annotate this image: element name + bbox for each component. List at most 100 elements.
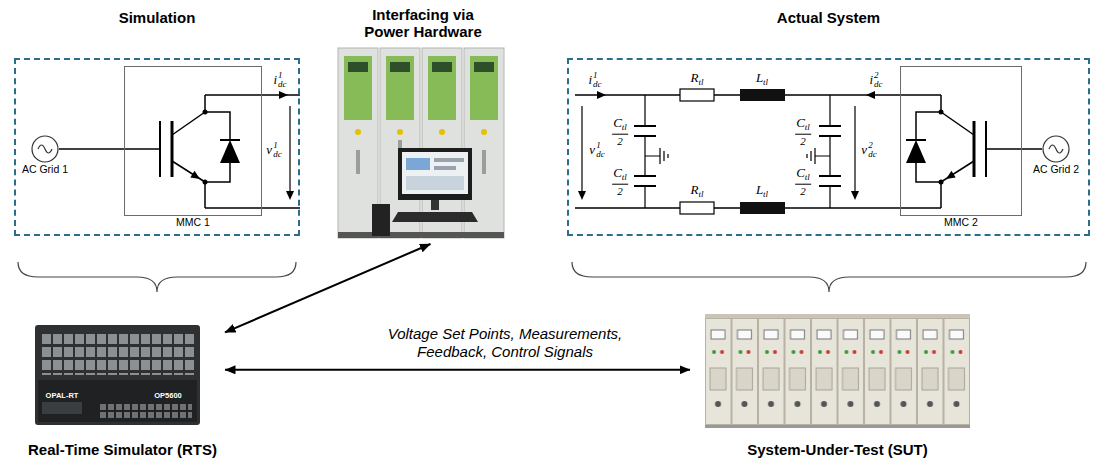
ac-source-symbol [31, 135, 59, 163]
resistor-label: Rtl [691, 71, 704, 88]
symbol-part: tl [805, 172, 810, 182]
label-anchor: Ctl2 [612, 166, 628, 197]
sine-wave [1049, 145, 1063, 153]
power-hardware-picture [474, 62, 494, 72]
symbol-part: tl [698, 77, 703, 87]
label-anchor: Rtl [691, 69, 704, 88]
symbol-part: C [796, 115, 805, 130]
capacitor-label: Ctl2 [795, 166, 811, 197]
voltage-label: vdc1 [266, 141, 281, 160]
voltage-arrow [286, 191, 294, 200]
label-anchor: OP5600 [154, 385, 182, 401]
power-hardware-picture [406, 176, 464, 190]
power-hardware-picture [432, 62, 452, 72]
label-anchor: Ctl2 [795, 116, 811, 147]
symbol-part: i [869, 71, 873, 86]
power-hardware-picture [372, 204, 390, 236]
resistor-label: Rtl [691, 183, 704, 200]
symbol-part: L [756, 182, 763, 197]
symbol-index: dc1 [593, 71, 602, 90]
region-frame: MMC 2AC Grid 2Actual System [567, 58, 1090, 236]
power-hardware-picture [406, 158, 430, 170]
current-arrow [866, 91, 875, 99]
ground-symbol [807, 148, 815, 164]
power-hardware-picture [398, 148, 472, 200]
symbol-numerator: Ctl [612, 166, 628, 185]
power-hardware-picture [355, 129, 361, 135]
cabinet-photo: System-Under-Test (SUT) [690, 310, 985, 462]
symbol-part: dc [278, 80, 287, 89]
converter-box: MMC 1 [124, 66, 262, 216]
current-arrow [279, 91, 288, 99]
symbol-index: dc2 [868, 141, 877, 160]
label-anchor: idc1 [588, 70, 601, 89]
symbol-numerator: Ctl [612, 116, 628, 135]
ac-source-circle [1043, 136, 1069, 162]
symbol-numerator: Ctl [795, 116, 811, 135]
label-anchor: vdc1 [266, 140, 281, 159]
symbol-part: 2 [868, 141, 877, 150]
symbol-part: dc [868, 150, 877, 159]
igbt-diode-symbol [124, 95, 240, 208]
simulator-picture [38, 380, 197, 422]
inductor-symbol [740, 89, 785, 214]
capacitor-label: Ctl2 [612, 116, 628, 147]
resistor-symbol [680, 89, 714, 214]
node-label: Actual System [777, 9, 880, 26]
ac-source: AC Grid 1 [16, 133, 74, 189]
symbol-part: tl [763, 77, 768, 87]
symbol-part: 2 [617, 184, 623, 196]
signal-label: Voltage Set Points, Measurements, Feedba… [370, 324, 640, 362]
wire [59, 148, 124, 150]
symbol-fraction: Ctl2 [612, 166, 628, 197]
power-hardware-picture [390, 62, 410, 72]
wire [1022, 148, 1042, 150]
power-hardware-picture [439, 129, 445, 135]
ac-source-circle [32, 136, 58, 162]
power-hardware-picture [344, 56, 372, 120]
label-anchor: Ltl [756, 181, 768, 200]
symbol-part: tl [622, 172, 627, 182]
simulator-picture [35, 325, 200, 425]
device-model: OP5600 [154, 392, 182, 400]
capacitor-label: Ctl2 [795, 116, 811, 147]
symbol-part: dc [874, 80, 883, 89]
power-hardware-picture [348, 62, 368, 72]
symbol-part: dc [593, 80, 602, 89]
power-hardware-picture [402, 152, 468, 194]
simulator-photo: Real-Time Simulator (RTS) [20, 318, 225, 462]
power-hardware-picture [434, 166, 456, 170]
symbol-part: 1 [596, 141, 605, 150]
node-label: System-Under-Test (SUT) [747, 441, 928, 458]
ac-source-symbol [1042, 135, 1070, 163]
symbol-numerator: Ctl [795, 166, 811, 185]
igbt-diode-symbol [906, 95, 1022, 208]
node-label: Interfacing via Power Hardware [359, 6, 487, 41]
symbol-index: dc1 [278, 71, 287, 90]
symbol-part: C [613, 165, 622, 180]
label-anchor: Ctl2 [612, 116, 628, 147]
inductor-label: Ltl [756, 183, 768, 200]
label-anchor: Ctl2 [795, 166, 811, 197]
node-label: AC Grid 1 [22, 163, 68, 176]
power-hardware-picture [464, 48, 504, 238]
symbol-part: C [796, 165, 805, 180]
hardware-photo: Interfacing via Power Hardware [330, 4, 516, 244]
symbol-part: tl [622, 122, 627, 132]
inductor-symbol [740, 89, 785, 101]
grouping-brace [18, 262, 296, 292]
symbol-part: i [588, 71, 592, 86]
inductor-symbol [740, 202, 785, 214]
node-label: Real-Time Simulator (RTS) [28, 441, 217, 458]
symbol-part: tl [763, 189, 768, 199]
converter-box: MMC 2 [900, 66, 1022, 216]
voltage-arrow [289, 106, 290, 192]
device-brand: OPAL-RT [46, 392, 79, 400]
node-label: Simulation [119, 9, 196, 26]
current-label: idc2 [869, 71, 882, 90]
symbol-part: tl [698, 189, 703, 199]
symbol-part: v [266, 141, 272, 156]
label-anchor: idc1 [273, 70, 286, 89]
